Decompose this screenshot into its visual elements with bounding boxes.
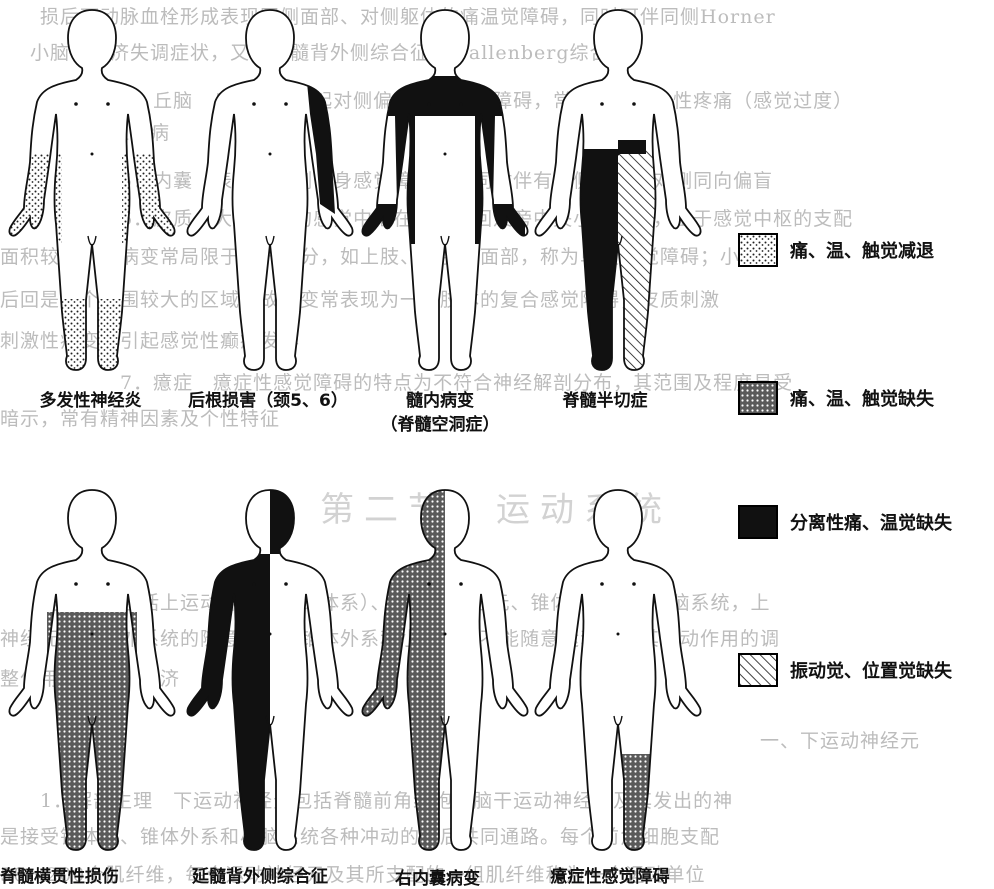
- caption-polyneuritis: 多发性神经炎: [8, 386, 173, 411]
- legend-item-crosshatch: 痛、温、触觉缺失: [738, 380, 934, 416]
- legend-swatch-solid: [738, 505, 778, 539]
- figure-hemisection: [535, 10, 700, 374]
- figure-posterior-root: [187, 10, 352, 370]
- affected-region: [122, 154, 192, 244]
- figure-internal-capsule: [345, 484, 528, 854]
- nipple-mark: [252, 102, 256, 106]
- legend-label-vibration: 振动觉、位置觉缺失: [790, 657, 952, 683]
- affected-region: [47, 612, 137, 854]
- navel-mark: [444, 153, 447, 156]
- nipple-mark: [459, 582, 463, 586]
- legend-label-reduced: 痛、温、触觉减退: [790, 237, 934, 263]
- nipple-mark: [284, 582, 288, 586]
- caption-transection: 脊髓横贯性损伤: [0, 862, 160, 887]
- legend-swatch-dots: [738, 233, 778, 267]
- caption-internal-capsule: 右内囊病变: [360, 864, 515, 889]
- nipple-mark: [427, 582, 431, 586]
- body-silhouette: [362, 10, 527, 370]
- affected-region: [170, 554, 270, 854]
- nipple-mark: [106, 102, 110, 106]
- nipple-mark: [252, 582, 256, 586]
- navel-mark: [617, 633, 620, 636]
- navel-mark: [91, 153, 94, 156]
- figure-syringomyelia: [355, 10, 528, 370]
- caption-wallenberg: 延髓背外侧综合征: [165, 862, 355, 887]
- figure-polyneuritis: [0, 10, 192, 374]
- nipple-mark: [427, 102, 431, 106]
- nipple-mark: [106, 582, 110, 586]
- body-silhouette: [535, 490, 700, 850]
- nipple-mark: [74, 582, 78, 586]
- affected-region: [345, 484, 445, 854]
- figure-wallenberg: [170, 484, 353, 854]
- nipple-mark: [632, 102, 636, 106]
- caption-hemisection: 脊髓半切症: [530, 386, 680, 411]
- caption-posterior-root: 后根损害（颈5、6）: [178, 386, 358, 411]
- navel-mark: [269, 633, 272, 636]
- caption-syringomyelia: 髓内病变: [355, 386, 525, 411]
- navel-mark: [444, 633, 447, 636]
- legend-item-dots: 痛、温、触觉减退: [738, 232, 934, 268]
- navel-mark: [617, 153, 620, 156]
- nipple-mark: [284, 102, 288, 106]
- nipple-mark: [74, 102, 78, 106]
- legend-swatch-diagonal: [738, 653, 778, 687]
- legend-label-loss: 痛、温、触觉缺失: [790, 385, 934, 411]
- legend-item-diagonal: 振动觉、位置觉缺失: [738, 652, 952, 688]
- legend-swatch-crosshatch: [738, 381, 778, 415]
- figure-hysteria: [535, 490, 700, 854]
- nipple-mark: [600, 102, 604, 106]
- nipple-mark: [459, 102, 463, 106]
- legend-item-solid: 分离性痛、温觉缺失: [738, 504, 952, 540]
- navel-mark: [269, 153, 272, 156]
- nipple-mark: [632, 582, 636, 586]
- legend-label-dissociated: 分离性痛、温觉缺失: [790, 509, 952, 535]
- caption-syringomyelia-sub: （脊髓空洞症）: [355, 410, 525, 435]
- affected-region: [618, 140, 646, 154]
- navel-mark: [91, 633, 94, 636]
- nipple-mark: [600, 582, 604, 586]
- figure-transection: [9, 490, 174, 854]
- caption-hysteria: 癔症性感觉障碍: [520, 862, 700, 887]
